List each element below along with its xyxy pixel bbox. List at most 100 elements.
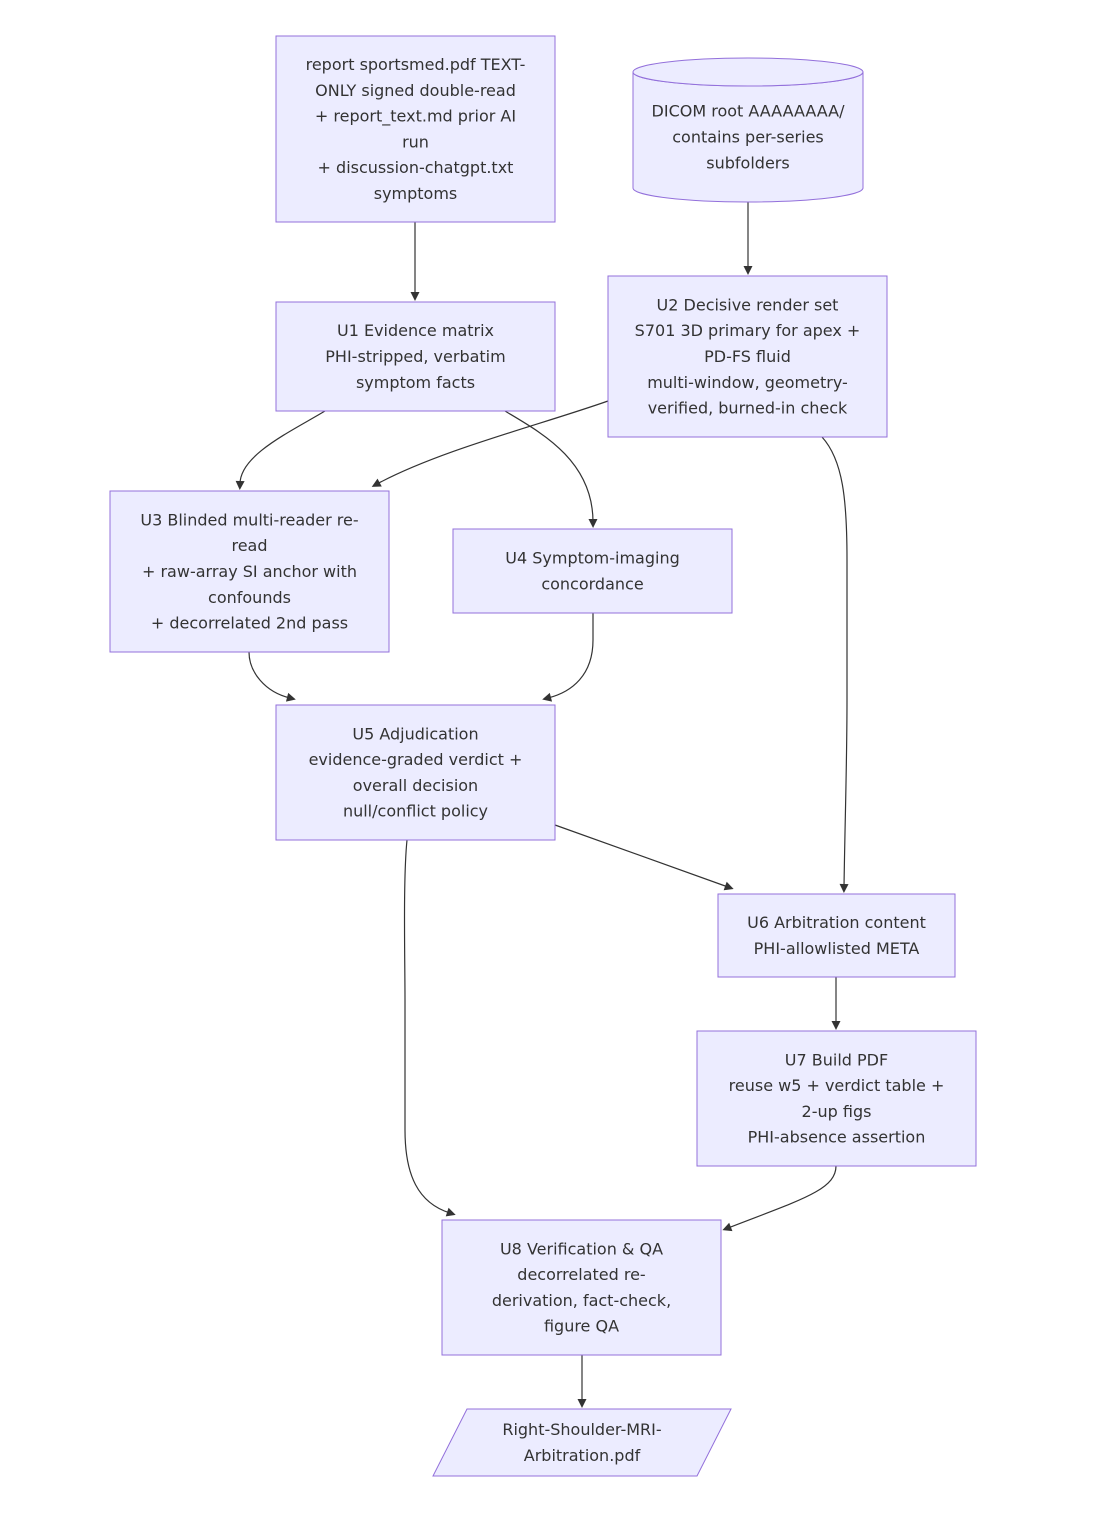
node-label-line: PHI-allowlisted META: [754, 939, 920, 958]
node-u3: U3 Blinded multi-reader re-read + raw-arr…: [109, 490, 390, 653]
edge-u2-u6: [821, 436, 849, 893]
node-label-line: overall decision: [353, 776, 478, 795]
arrow-head-icon: [285, 692, 296, 702]
edge-u7-u8: [722, 1165, 837, 1232]
node-label-line: multi-window, geometry-: [647, 373, 848, 392]
node-label-line: subfolders: [706, 153, 789, 172]
arrow-head-icon: [577, 1399, 587, 1408]
edge-line: [554, 824, 729, 888]
node-u4: U4 Symptom-imaging concordance: [452, 528, 733, 614]
node-label-line: PHI-stripped, verbatim: [325, 347, 505, 366]
node-label-line: U1 Evidence matrix: [337, 321, 494, 340]
edge-line: [504, 410, 594, 523]
cylinder-top: [632, 57, 864, 87]
edge-line: [547, 613, 594, 699]
process-box: [275, 301, 556, 412]
process-box: [441, 1219, 722, 1356]
node-label-line: run: [402, 132, 429, 151]
node-label-line: concordance: [541, 574, 643, 593]
edge-line: [248, 651, 291, 699]
edge-u1-u4: [504, 410, 598, 528]
node-u5: U5 Adjudication evidence-graded verdict +…: [275, 704, 556, 841]
node-input: report sportsmed.pdf TEXT- ONLY signed do…: [275, 35, 556, 223]
edge-u3-u5: [248, 651, 296, 702]
arrow-head-icon: [839, 883, 849, 893]
process-box: [717, 893, 956, 978]
edge-line: [403, 839, 451, 1214]
edge-input-u1: [410, 222, 420, 301]
node-label-line: + report_text.md prior AI: [315, 107, 516, 127]
node-label-line: U7 Build PDF: [785, 1050, 888, 1069]
edge-dicom-u2: [743, 202, 753, 275]
node-label-line: Arbitration.pdf: [524, 1446, 641, 1465]
node-label-line: verified, burned-in check: [648, 399, 848, 418]
node-u8: U8 Verification & QA decorrelated re-deri…: [441, 1219, 722, 1356]
node-label-line: U3 Blinded multi-reader re-: [140, 510, 358, 529]
arrow-head-icon: [723, 881, 734, 891]
node-label-line: contains per-series: [672, 128, 824, 147]
node-dicom: DICOM root AAAAAAAA/contains per-series s…: [632, 57, 864, 203]
node-label-line: PD-FS fluid: [704, 347, 791, 366]
edge-line: [821, 436, 848, 888]
process-box: [696, 1030, 977, 1167]
process-box: [275, 704, 556, 841]
edge-u2-u3: [371, 400, 609, 487]
process-box: [109, 490, 390, 653]
node-label-line: read: [231, 536, 267, 555]
node-label-line: + discussion-chatgpt.txt: [318, 158, 514, 177]
node-label-line: reuse w5 + verdict table +: [729, 1076, 945, 1095]
arrow-head-icon: [235, 480, 245, 490]
node-label-line: report sportsmed.pdf TEXT-: [306, 55, 526, 74]
node-label-line: symptoms: [374, 184, 458, 203]
node-label-line: S701 3D primary for apex +: [635, 321, 861, 340]
arrow-head-icon: [743, 266, 753, 275]
node-label-line: PHI-absence assertion: [748, 1128, 926, 1147]
arrow-head-icon: [831, 1021, 841, 1030]
edge-u6-u7: [831, 977, 841, 1030]
node-label-line: + decorrelated 2nd pass: [151, 614, 348, 633]
edge-u8-output: [577, 1355, 587, 1408]
node-label-line: symptom facts: [356, 373, 475, 392]
node-label-line: U8 Verification & QA: [500, 1239, 663, 1258]
process-box: [452, 528, 733, 614]
node-label-line: evidence-graded verdict +: [309, 750, 523, 769]
edge-u1-u3: [235, 410, 326, 490]
arrow-head-icon: [445, 1207, 456, 1217]
arrow-head-icon: [371, 478, 382, 487]
node-label-line: U5 Adjudication: [352, 724, 478, 743]
edge-line: [239, 410, 326, 485]
node-label-line: 2-up figs: [802, 1102, 872, 1121]
node-u7: U7 Build PDF reuse w5 + verdict table + 2-…: [696, 1030, 977, 1167]
node-label-line: decorrelated re-: [517, 1265, 645, 1284]
edge-u4-u5: [542, 613, 594, 702]
edge-line: [376, 400, 609, 485]
node-label-line: U2 Decisive render set: [657, 295, 839, 314]
arrow-head-icon: [722, 1222, 733, 1232]
node-label-line: U4 Symptom-imaging: [505, 549, 680, 568]
process-box: [275, 35, 556, 223]
node-label-line: figure QA: [544, 1317, 619, 1336]
edges-layer: [235, 202, 849, 1408]
node-label-line: derivation, fact-check,: [492, 1291, 671, 1310]
arrow-head-icon: [542, 692, 553, 702]
node-label-line: U6 Arbitration content: [747, 913, 926, 932]
edge-line: [727, 1165, 837, 1229]
node-label-line: Right-Shoulder-MRI-: [502, 1420, 661, 1439]
process-box: [607, 275, 888, 438]
node-label-line: null/conflict policy: [343, 802, 488, 821]
node-label-line: ONLY signed double-read: [315, 81, 516, 100]
arrow-head-icon: [410, 292, 420, 301]
nodes-layer: report sportsmed.pdf TEXT- ONLY signed do…: [109, 35, 977, 1477]
output-parallelogram: [432, 1408, 732, 1477]
node-label-line: DICOM root AAAAAAAA/: [652, 102, 846, 121]
node-label-line: confounds: [208, 588, 291, 607]
arrow-head-icon: [588, 518, 598, 528]
node-output: Right-Shoulder-MRI- Arbitration.pdf: [432, 1408, 732, 1477]
edge-u5-u8: [403, 839, 456, 1217]
node-label-line: + raw-array SI anchor with: [142, 562, 357, 581]
edge-u5-u6: [554, 824, 734, 891]
